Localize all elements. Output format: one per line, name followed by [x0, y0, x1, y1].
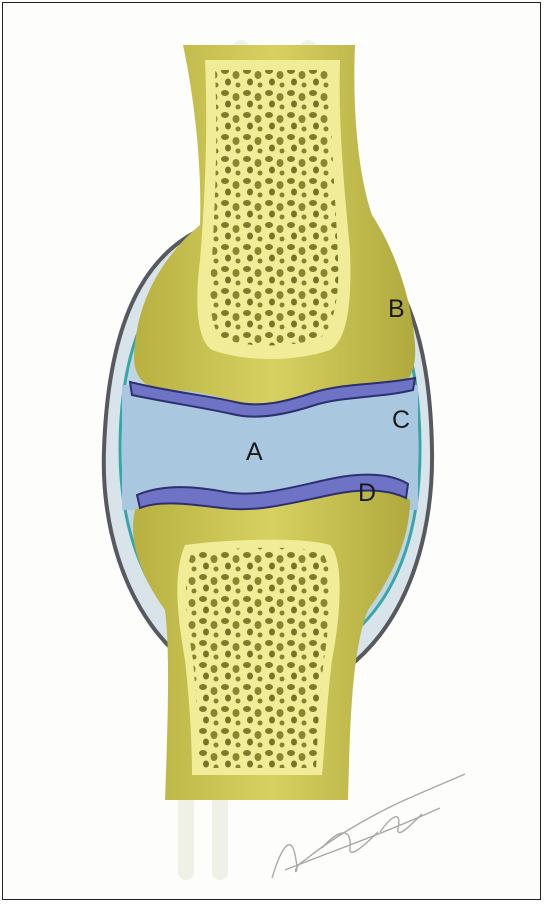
label-a: A — [246, 440, 263, 465]
label-c: C — [392, 408, 410, 433]
label-b: B — [388, 297, 405, 322]
label-d: D — [358, 481, 376, 506]
